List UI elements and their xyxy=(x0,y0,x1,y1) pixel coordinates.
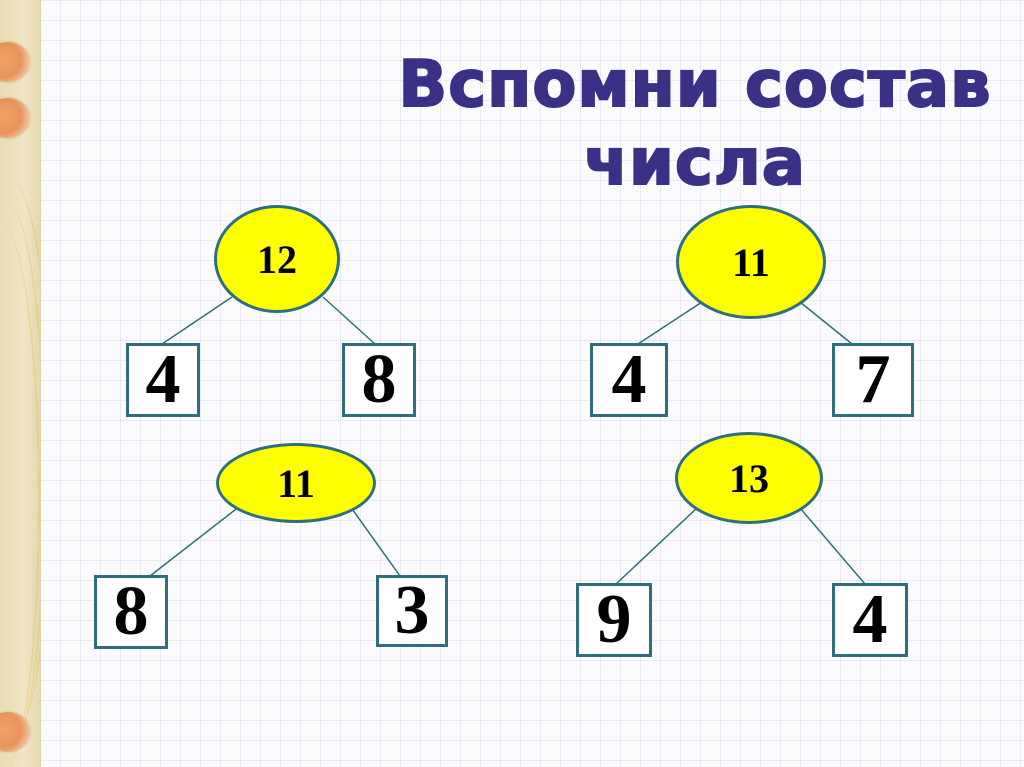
part-box: 4 xyxy=(126,341,200,418)
whole-number-oval: 12 xyxy=(214,205,340,313)
whole-number-oval: 11 xyxy=(216,443,376,523)
whole-number-oval: 11 xyxy=(676,205,826,319)
part-box: 4 xyxy=(832,581,908,658)
decorative-side-strip xyxy=(0,0,41,767)
part-box: 4 xyxy=(590,341,668,418)
part-box: 9 xyxy=(576,581,652,658)
title-line-2: числа xyxy=(583,126,806,200)
wave-decoration xyxy=(0,220,40,767)
part-box: 7 xyxy=(832,341,914,418)
part-box: 8 xyxy=(94,573,168,650)
part-box: 8 xyxy=(342,341,416,418)
title-line-1: Вспомни состав xyxy=(397,48,992,122)
part-box: 3 xyxy=(376,572,448,649)
whole-number-oval: 13 xyxy=(675,432,823,524)
